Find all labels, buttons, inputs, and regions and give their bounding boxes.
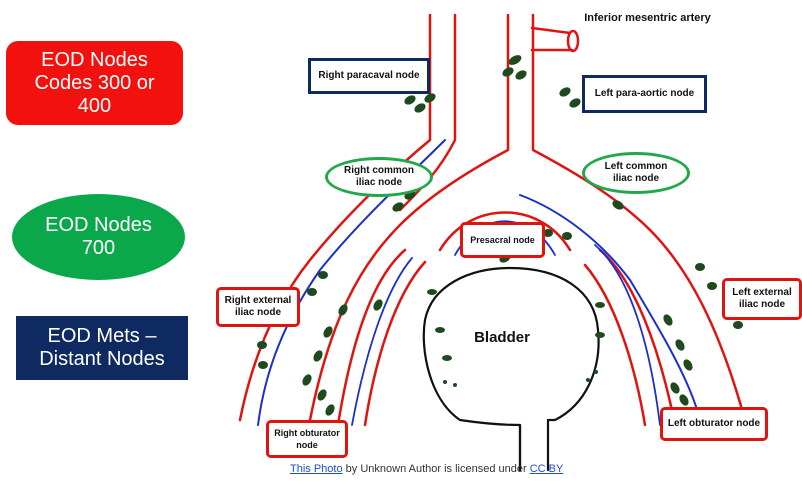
label-presacral-node: Presacral node bbox=[460, 222, 545, 258]
label-text: Right external iliac node bbox=[224, 295, 292, 318]
right-internal-iliac-inner bbox=[363, 260, 427, 427]
legend-green-eod-nodes: EOD Nodes 700 bbox=[12, 194, 185, 280]
label-left-obturator-node: Left obturator node bbox=[660, 407, 768, 441]
label-text: Right paracaval node bbox=[318, 70, 420, 81]
license-link[interactable]: CC BY bbox=[529, 463, 564, 475]
right-internal-iliac-outer bbox=[336, 248, 407, 427]
legend-red-eod-nodes: EOD Nodes Codes 300 or 400 bbox=[6, 41, 183, 125]
label-text: Left common iliac node bbox=[604, 161, 668, 184]
legend-blue-eod-mets: EOD Mets – Distant Nodes bbox=[16, 316, 188, 380]
label-text: Right common iliac node bbox=[344, 165, 414, 188]
aorta-right-wall bbox=[531, 13, 747, 422]
left-internal-iliac-outer bbox=[598, 248, 677, 427]
label-text: Left para-aortic node bbox=[594, 88, 695, 99]
label-text: Left external iliac node bbox=[732, 287, 792, 310]
credit-middle-text: by Unknown Author is licensed under bbox=[342, 463, 530, 475]
photo-credit: This Photo by Unknown Author is licensed… bbox=[290, 463, 563, 475]
legend-red-text: EOD Nodes Codes 300 or 400 bbox=[34, 48, 155, 117]
label-left-external-iliac-node: Left external iliac node bbox=[722, 278, 802, 320]
label-right-paracaval-node: Right paracaval node bbox=[308, 58, 430, 94]
label-right-common-iliac-node: Right common iliac node bbox=[325, 157, 433, 197]
label-right-external-iliac-node: Right external iliac node bbox=[216, 287, 300, 327]
label-text: Presacral node bbox=[470, 235, 535, 245]
label-text: Inferior mesentric artery bbox=[584, 12, 711, 24]
label-right-obturator-node: Right obturator node bbox=[266, 420, 348, 458]
bladder-outline bbox=[422, 266, 600, 472]
label-bladder: Bladder bbox=[467, 328, 537, 348]
left-internal-iliac-inner bbox=[583, 263, 647, 427]
label-text: Bladder bbox=[474, 329, 530, 346]
left-vein bbox=[519, 194, 701, 421]
ima-end bbox=[566, 29, 580, 53]
label-left-common-iliac-node: Left common iliac node bbox=[582, 152, 690, 194]
label-text: Right obturator node bbox=[274, 428, 340, 450]
presacral-arch-red bbox=[438, 211, 572, 252]
ima-upper bbox=[530, 26, 572, 35]
legend-blue-text: EOD Mets – Distant Nodes bbox=[39, 325, 165, 370]
left-internal-blue bbox=[594, 244, 661, 426]
label-inferior-mesentric-artery: Inferior mesentric artery bbox=[560, 10, 735, 26]
label-text: Left obturator node bbox=[667, 418, 761, 429]
right-internal-blue bbox=[351, 257, 413, 426]
photo-link[interactable]: This Photo bbox=[290, 463, 343, 475]
legend-green-text: EOD Nodes 700 bbox=[45, 214, 152, 259]
label-left-para-aortic-node: Left para-aortic node bbox=[582, 75, 707, 113]
aorta-left-wall bbox=[308, 13, 510, 422]
